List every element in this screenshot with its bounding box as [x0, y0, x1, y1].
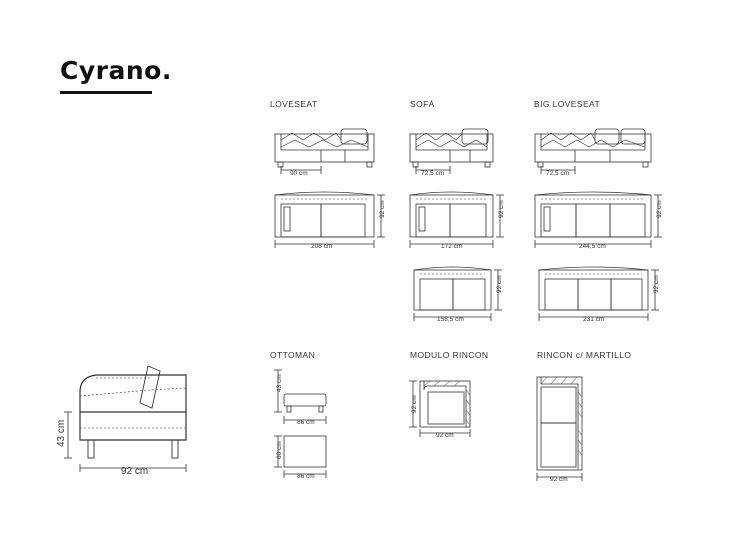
dim-loveseat-seat: 90 cm [290, 170, 308, 177]
sofa-plan-view-2 [413, 266, 502, 321]
label-modulo-rincon: MODULO RINCON [410, 350, 489, 360]
dim-ottoman-depth: 60 cm [276, 441, 283, 459]
brand-title: Cyrano. [60, 56, 172, 85]
dim-ottoman-width-2: 86 cm [297, 473, 315, 480]
brand-header: Cyrano. [60, 58, 172, 94]
dim-big-width: 244,5 cm [579, 243, 606, 250]
dim-sofa-seat: 72,5 cm [421, 170, 444, 177]
dim-ottoman-height: 43 cm [276, 374, 283, 392]
dim-ottoman-width: 86 cm [297, 419, 315, 426]
loveseat-front-view [274, 128, 375, 174]
dim-sofa-width: 172 cm [441, 243, 462, 250]
rincon-martillo-plan-view [536, 376, 583, 481]
label-ottoman: OTTOMAN [270, 350, 316, 360]
big-loveseat-plan-view [534, 191, 662, 248]
sofa-plan-view [409, 191, 504, 248]
label-loveseat: LOVESEAT [270, 99, 318, 109]
label-big-loveseat: BIG LOVESEAT [534, 99, 601, 109]
dim-sofa-depth: 92 cm [498, 200, 505, 218]
dim-loveseat-depth: 92 cm [379, 200, 386, 218]
big-loveseat-plan-view-2 [538, 266, 659, 321]
dim-rincon-width: 92 cm [436, 432, 454, 439]
label-sofa: SOFÁ [410, 99, 435, 109]
big-loveseat-front-view [534, 128, 652, 174]
dim-loveseat-width: 208 cm [311, 243, 332, 250]
sofa-front-view [409, 128, 494, 174]
ottoman-side-view [274, 369, 327, 424]
label-rincon-martillo: RINCON c/ MARTILLO [537, 350, 632, 360]
dim-sofa2-width: 158,5 cm [437, 316, 464, 323]
brand-underline [60, 91, 152, 94]
ottoman-plan-view [274, 435, 327, 478]
dim-big-depth: 92 cm [656, 200, 663, 218]
dim-sofa2-depth: 92 cm [496, 275, 503, 293]
dim-side-depth: 92 cm [121, 466, 148, 477]
dim-side-height: 43 cm [56, 420, 67, 447]
dim-rincon-depth: 92 cm [411, 395, 418, 413]
dim-martillo-width: 92 cm [550, 476, 568, 483]
dim-big2-depth: 92 cm [653, 275, 660, 293]
loveseat-plan-view [274, 191, 385, 248]
dim-big-seat: 72,5 cm [546, 170, 569, 177]
dim-big2-width: 231 cm [583, 316, 604, 323]
side-profile-view [64, 365, 187, 472]
modulo-rincon-plan-view [409, 380, 471, 437]
